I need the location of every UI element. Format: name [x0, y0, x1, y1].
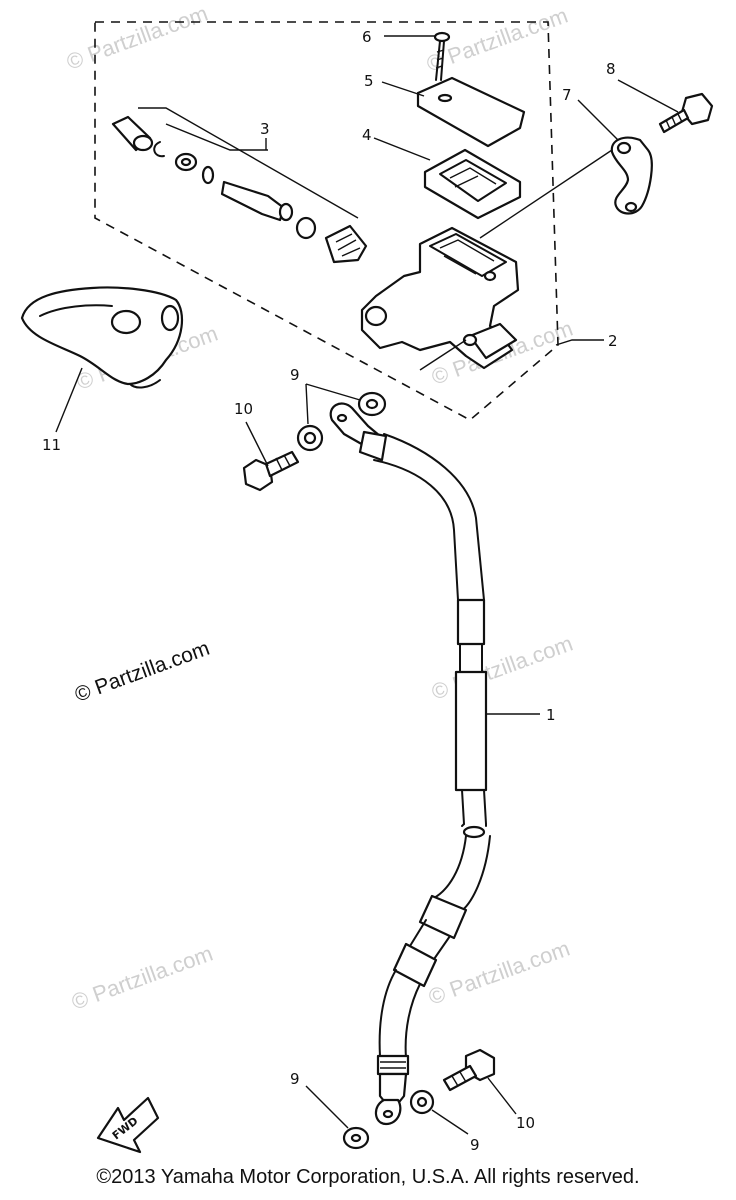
copper-washer-part-9-bottom-right [409, 1089, 435, 1115]
watermark-5: © Partzilla.com [428, 631, 576, 705]
piston-kit-part-3 [111, 115, 368, 264]
union-bolt-part-10-top [242, 450, 300, 492]
callout-9-top: 9 [290, 366, 300, 384]
fwd-arrow-icon: FWD [96, 1096, 160, 1154]
callout-6: 6 [362, 28, 372, 46]
watermark-1: © Partzilla.com [63, 1, 211, 75]
callout-9-bottom-left: 9 [290, 1070, 300, 1088]
leader-lines [55, 35, 679, 1135]
callout-4: 4 [362, 126, 372, 144]
copper-washer-part-9-top-b [296, 424, 324, 452]
master-cylinder-part-2 [360, 226, 520, 370]
lever-cover-part-11 [20, 286, 183, 389]
callout-5: 5 [364, 72, 374, 90]
callout-1: 1 [546, 706, 556, 724]
callout-numbers: 6 5 4 3 7 8 2 9 10 11 1 9 9 10 [42, 28, 618, 1154]
callout-7: 7 [562, 86, 572, 104]
copyright-notice: ©2013 Yamaha Motor Corporation, U.S.A. A… [96, 1166, 640, 1188]
bolt-part-8 [658, 92, 714, 134]
callout-11: 11 [42, 436, 61, 454]
holder-part-7 [610, 136, 653, 215]
assembly-boundary [94, 21, 559, 421]
watermark-7: © Partzilla.com [425, 936, 573, 1010]
screw-part-6 [433, 31, 451, 81]
callout-3: 3 [260, 120, 270, 138]
brake-hose-part-1 [329, 402, 491, 1126]
copper-washer-part-9-bottom-left [342, 1126, 370, 1150]
callout-9-bottom-right: 9 [470, 1136, 480, 1154]
watermarks: © Partzilla.com © Partzilla.com © Partzi… [63, 1, 576, 1015]
reservoir-cap-part-5 [416, 76, 526, 148]
union-bolt-part-10-bottom [442, 1048, 496, 1092]
callout-10-bottom-right: 10 [516, 1114, 535, 1132]
watermark-6: © Partzilla.com [68, 941, 216, 1015]
callout-8: 8 [606, 60, 616, 78]
watermark-main: © Partzilla.com [72, 637, 213, 707]
copper-washer-part-9-top-a [357, 391, 387, 417]
diaphragm-part-4 [423, 148, 522, 220]
callout-10-top: 10 [234, 400, 253, 418]
callout-2: 2 [608, 332, 618, 350]
